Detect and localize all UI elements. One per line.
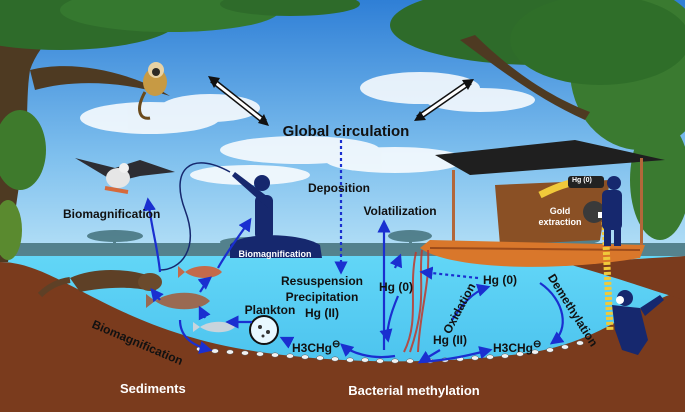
pebble bbox=[516, 351, 524, 357]
biomagnification-boat-label: Biomagnification bbox=[238, 249, 312, 259]
h3chg-right-label: H3CHg⊖ bbox=[493, 339, 542, 355]
fisherman-silhouette bbox=[230, 172, 322, 258]
small-to-large-fish-arrow bbox=[198, 305, 211, 321]
sediment-layer bbox=[0, 262, 685, 412]
fish-group bbox=[146, 266, 235, 333]
pebble bbox=[501, 353, 509, 359]
methylation-left-arrow bbox=[340, 343, 396, 359]
left-tree bbox=[0, 0, 360, 262]
demethylation-arrow bbox=[539, 282, 565, 345]
pebble bbox=[471, 355, 479, 361]
pebble bbox=[561, 344, 569, 350]
mercury-plume bbox=[403, 249, 430, 353]
gold-extraction-label-line2: extraction bbox=[538, 217, 582, 227]
fish-to-fisherman-arrow bbox=[217, 217, 252, 269]
pebble bbox=[301, 354, 309, 360]
hg0-right-label: Hg (0) bbox=[483, 273, 517, 287]
hgii-down-arrow bbox=[417, 349, 441, 364]
pebble bbox=[271, 352, 279, 358]
h3chg-to-plankton-arrow bbox=[279, 336, 295, 349]
pebble bbox=[531, 349, 539, 355]
h3chg-left-text: H3CHg bbox=[292, 341, 333, 355]
global-circulation-arrows bbox=[208, 76, 474, 126]
fish-to-otter-arrow bbox=[150, 287, 164, 303]
process-arrows bbox=[142, 140, 565, 364]
hg-ii-left-label: Hg (II) bbox=[305, 306, 339, 320]
fishing-line bbox=[159, 162, 231, 271]
pebble bbox=[211, 348, 219, 354]
pebble bbox=[361, 357, 369, 363]
plankton-icon bbox=[249, 315, 279, 345]
pebble bbox=[376, 358, 384, 364]
resuspension-label: Resuspension bbox=[280, 274, 364, 288]
pebble bbox=[391, 358, 399, 364]
global-circulation-label: Global circulation bbox=[282, 123, 410, 140]
h3chg-right-charge: ⊖ bbox=[533, 339, 542, 350]
hg0-left-label: Hg (0) bbox=[379, 280, 413, 294]
pebble bbox=[576, 340, 584, 346]
otter-to-eagle-arrow bbox=[142, 197, 162, 273]
pebble bbox=[546, 347, 554, 353]
monkey-illustration bbox=[138, 62, 167, 120]
bacterial-methylation-label: Bacterial methylation bbox=[348, 383, 480, 398]
precipitation-label: Precipitation bbox=[285, 290, 359, 304]
fish-to-fish-arrow bbox=[197, 276, 213, 293]
pebble bbox=[286, 353, 294, 359]
pebble bbox=[256, 351, 264, 357]
h3chg-right-text: H3CHg bbox=[493, 341, 534, 355]
pebble bbox=[316, 355, 324, 361]
hg-canister-tag: Hg (0) bbox=[572, 177, 592, 184]
hg0-left-down-arrow bbox=[379, 295, 400, 343]
deposition-label: Deposition bbox=[308, 181, 370, 195]
biomagnification-top-label: Biomagnification bbox=[63, 207, 161, 221]
hg0-volatilization-arrow bbox=[389, 253, 403, 269]
h3chg-left-label: H3CHg⊖ bbox=[292, 339, 341, 355]
pebble bbox=[346, 357, 354, 363]
h3chg-left-charge: ⊖ bbox=[332, 339, 341, 350]
pebble bbox=[226, 349, 234, 355]
hg-ii-mid-label: Hg (II) bbox=[433, 333, 467, 347]
pebble bbox=[331, 356, 339, 362]
plankton-label: Plankton bbox=[244, 303, 296, 317]
worker-silhouette bbox=[602, 176, 622, 246]
diver-silhouette bbox=[612, 290, 664, 355]
right-tree bbox=[390, 0, 685, 240]
gold-extraction-label-line1: Gold bbox=[549, 206, 571, 216]
right-bank bbox=[560, 256, 685, 300]
fish-bottom-arrow bbox=[178, 319, 213, 354]
volatilization-label: Volatilization bbox=[363, 204, 437, 218]
eagle-illustration bbox=[75, 158, 175, 194]
sediments-label: Sediments bbox=[120, 381, 186, 396]
pebble bbox=[406, 358, 414, 364]
pebble bbox=[486, 354, 494, 360]
gold-boat bbox=[420, 140, 665, 331]
pebble bbox=[241, 350, 249, 356]
oxidation-arrow bbox=[451, 283, 491, 321]
otter-illustration bbox=[37, 269, 162, 298]
